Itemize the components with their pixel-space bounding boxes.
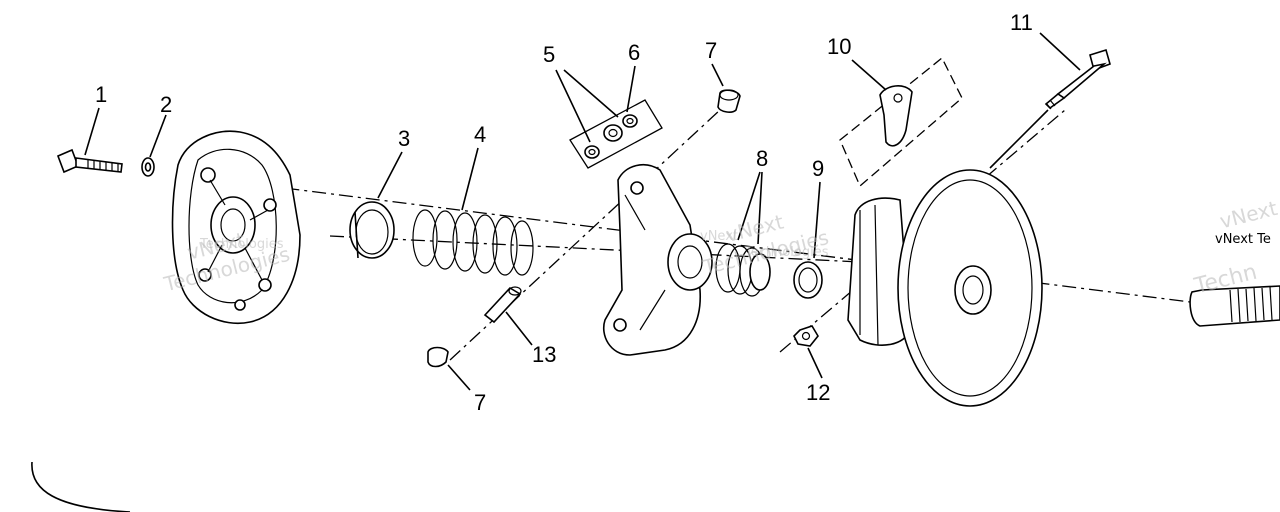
part-7-roller-top [717, 89, 741, 113]
leader-3 [377, 151, 403, 199]
callout-13: 13 [532, 342, 556, 367]
callout-6: 6 [628, 40, 640, 65]
bolt-axis-line [779, 109, 1066, 353]
callout-4: 4 [474, 122, 486, 147]
part-9-ring [793, 261, 823, 299]
part-3-ring [349, 201, 395, 259]
spider-arm [603, 164, 713, 356]
part-8-spring [715, 243, 771, 297]
part-12-nut [793, 325, 819, 347]
callout-5: 5 [543, 42, 555, 67]
leader-5 [555, 69, 619, 143]
watermark-inline-left: Technologies [199, 237, 284, 252]
callout-7-bottom: 7 [474, 390, 486, 415]
parts-5-6-inset [569, 99, 663, 169]
fixed-sheave [847, 169, 1043, 407]
part-10-weight [879, 85, 913, 147]
leader-2 [149, 114, 167, 158]
callout-9: 9 [812, 156, 824, 181]
part-4-spring [412, 209, 534, 276]
leader-sheave [989, 109, 1049, 169]
frame-corner [31, 461, 131, 512]
part-1-bolt [56, 148, 123, 174]
callout-2: 2 [160, 92, 172, 117]
watermark-right: vNext Techn [1191, 196, 1280, 300]
leader-11 [1039, 32, 1081, 71]
callout-7-top: 7 [705, 38, 717, 63]
leader-8 [737, 171, 763, 245]
leader-10 [851, 59, 887, 91]
cover-housing [171, 130, 301, 324]
leader-7b [447, 364, 471, 391]
drive-shaft [1189, 285, 1280, 327]
watermark-inline-center: vNext [700, 229, 738, 244]
leader-4 [461, 147, 479, 211]
part-11-bolt [1044, 48, 1111, 110]
leader-7a [711, 63, 724, 87]
leader-13 [505, 311, 533, 346]
callout-12: 12 [806, 380, 830, 405]
callout-8: 8 [756, 146, 768, 171]
part-2-washer [141, 157, 155, 177]
leader-9 [813, 181, 821, 259]
leader-1 [84, 107, 100, 156]
watermark-edge: vNext Te [1215, 232, 1271, 247]
part-6-nut [603, 114, 638, 142]
watermark-inline-center-2: Technologies [744, 245, 829, 260]
callout-3: 3 [398, 126, 410, 151]
lower-axis-line [329, 235, 861, 263]
leader-6 [626, 65, 636, 113]
part-5-washer [584, 145, 600, 159]
part-7-roller-bottom [427, 346, 449, 368]
part-13-pin [483, 286, 522, 324]
callout-10: 10 [827, 34, 851, 59]
svg-text:vNext: vNext [1217, 196, 1280, 233]
leader-12 [807, 347, 823, 379]
callout-1: 1 [95, 82, 107, 107]
callout-11: 11 [1010, 10, 1033, 35]
